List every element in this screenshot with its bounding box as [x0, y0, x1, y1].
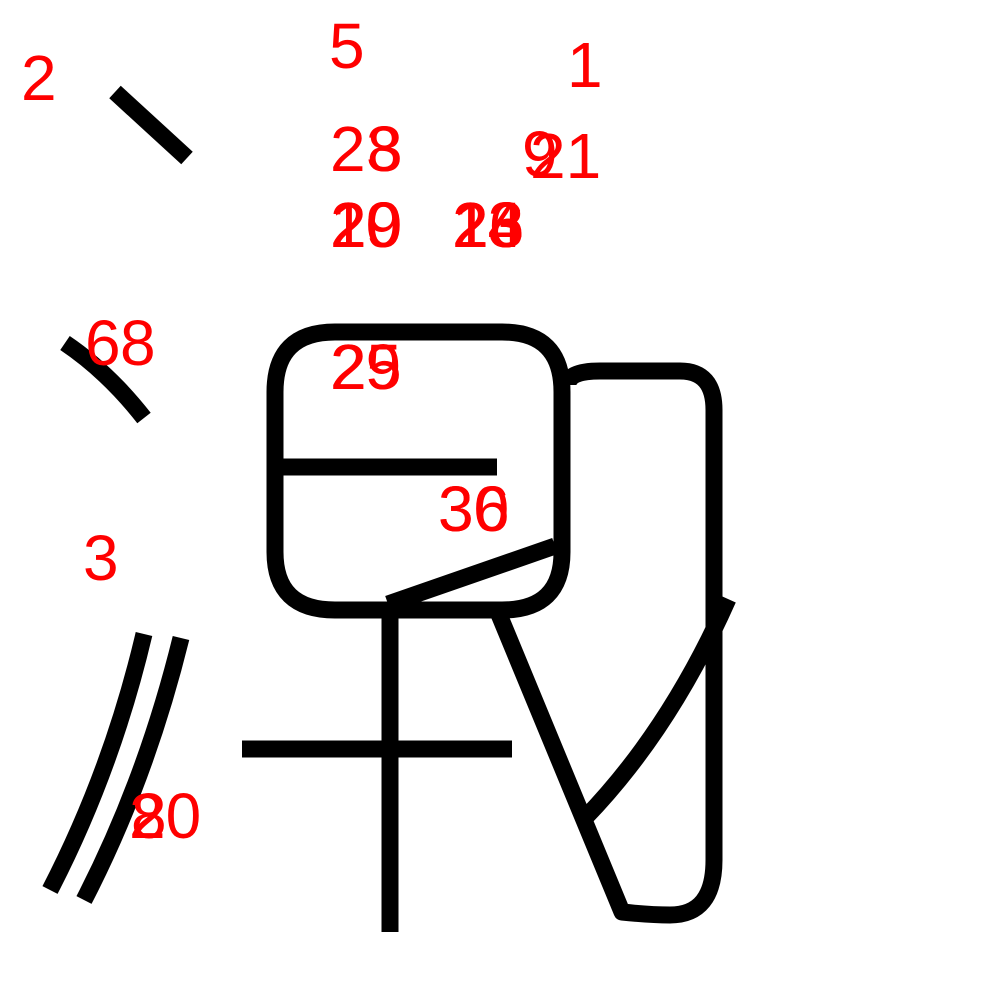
stroke-number-label: 1: [567, 29, 603, 101]
stroke-number-label: 21: [530, 120, 601, 192]
stroke-right-hook: [490, 362, 723, 924]
stroke-number-label: 9: [522, 118, 558, 190]
stroke-rise-outer: [42, 632, 153, 894]
stroke-number-label: 2: [330, 113, 366, 185]
stroke-rise-inner: [76, 635, 190, 904]
stroke-number-label: 3: [438, 473, 474, 545]
stroke-number-label: 10: [330, 189, 401, 261]
stroke-number-labels: 1 2 3 5 6 8 20 2 8 21 9 3 8 2 2 2 5 10 2…: [21, 10, 603, 852]
stroke-number-label: 8: [131, 780, 167, 852]
stroke-number-label: 5: [329, 10, 365, 82]
stroke-number-label: 6: [85, 307, 121, 379]
stroke-number-label: 26: [453, 189, 524, 261]
stroke-right-diagonal: [578, 595, 736, 824]
stroke-number-label: 6: [474, 473, 510, 545]
stroke-number-label: 3: [83, 522, 119, 594]
stroke-number-label: 20: [130, 780, 201, 852]
stroke-number-label: 20: [331, 189, 402, 261]
stroke-number-label: 2: [330, 189, 366, 261]
stroke-dot-middle: [60, 335, 151, 424]
stroke-box-diagonal: [385, 537, 558, 613]
stroke-number-label: 13: [453, 189, 524, 261]
stroke-number-label: 5: [366, 331, 402, 403]
character-strokes: [42, 85, 736, 932]
stroke-number-label: 30: [438, 473, 509, 545]
stroke-number-label: 3: [366, 113, 402, 185]
stroke-number-label: 19: [330, 189, 401, 261]
stroke-number-label: 2: [331, 331, 367, 403]
stroke-number-label: 2: [21, 42, 57, 114]
stroke-box-outline: [266, 323, 571, 619]
stroke-number-label: 2: [129, 780, 165, 852]
stroke-number-label: 8: [120, 307, 156, 379]
stroke-number-label: 14: [452, 189, 523, 261]
stroke-dot-top: [109, 85, 193, 165]
stroke-number-label: 29: [330, 331, 401, 403]
stroke-number-label: 23: [452, 189, 523, 261]
stroke-number-label: 8: [367, 113, 403, 185]
